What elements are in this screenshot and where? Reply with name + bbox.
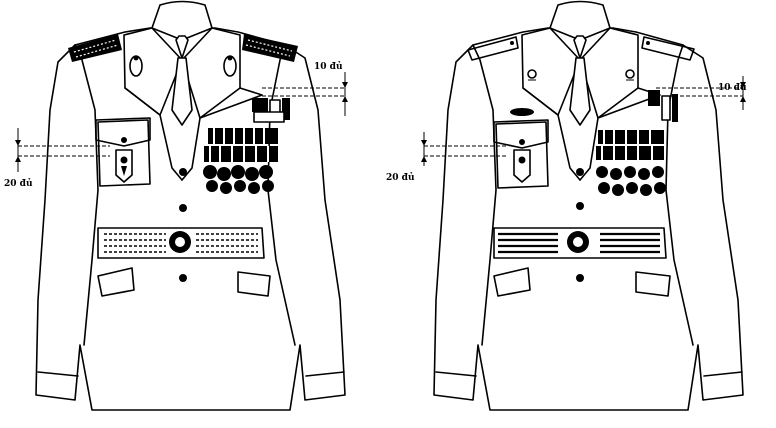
collar-insignia-right: [223, 55, 237, 77]
shoulder-strap-left: [467, 36, 519, 61]
button: [179, 204, 187, 212]
chest-badge-upper: [252, 98, 290, 123]
collar-insignia-left: [129, 55, 143, 77]
dim-label-lower: 20 đủ: [4, 178, 33, 189]
tie: [573, 35, 587, 59]
lower-pocket-flap-right: [635, 271, 671, 297]
pocket-badge: [513, 149, 531, 183]
medal-ribbons: [596, 130, 664, 160]
jacket-left: 10 đủ: [4, 0, 348, 411]
dim-label-upper: 10 đủ: [718, 82, 747, 93]
chest-pocket: [95, 117, 151, 187]
pocket-pin: [510, 108, 534, 116]
collar-insignia-right: [625, 69, 635, 81]
lower-pocket-flap-left: [97, 267, 135, 297]
collar-insignia-left: [527, 69, 537, 81]
medals: [203, 165, 274, 194]
dim-label-lower: 20 đủ: [386, 172, 415, 183]
button: [179, 168, 187, 176]
shoulder-board-right: [242, 34, 298, 62]
pocket-badge: [115, 149, 133, 183]
belt: [97, 227, 265, 259]
jacket-right: 10 đủ: [386, 0, 747, 411]
shoulder-strap-right: [641, 36, 695, 61]
chest-pocket: [493, 119, 549, 189]
chest-badge-upper: [648, 90, 678, 122]
tie: [175, 35, 189, 59]
button: [179, 274, 187, 282]
shoulder-board-left: [68, 34, 122, 62]
lower-pocket-flap-right: [237, 271, 271, 297]
button: [576, 274, 584, 282]
dim-label-upper: 10 đủ: [314, 61, 343, 72]
belt: [493, 227, 667, 259]
button: [576, 202, 584, 210]
lower-pocket-flap-left: [493, 267, 531, 297]
button: [576, 168, 584, 176]
medal-ribbons: [204, 128, 278, 162]
medals: [596, 166, 666, 196]
